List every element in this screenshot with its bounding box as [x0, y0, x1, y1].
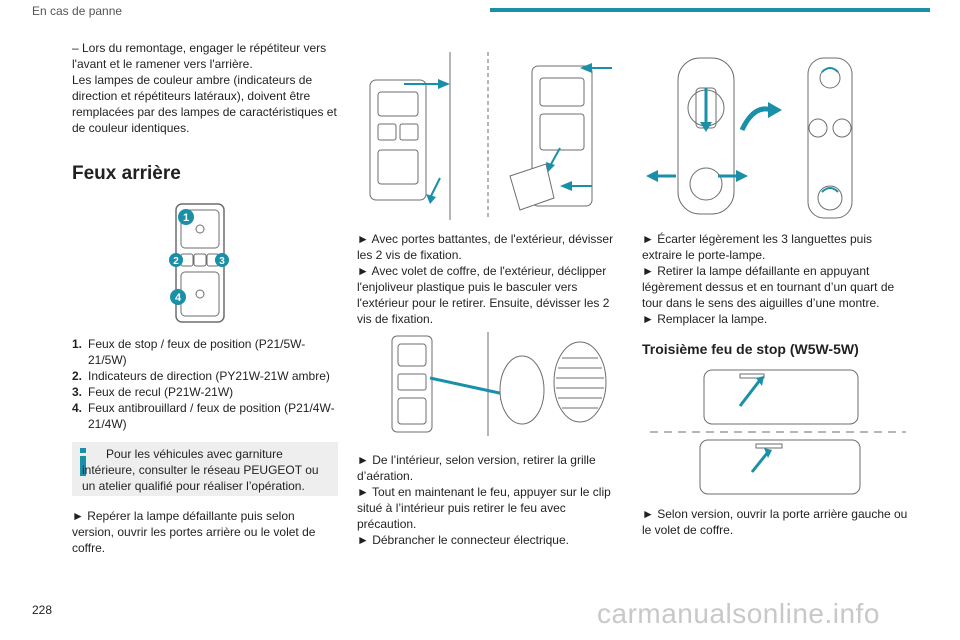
callout-3: 3	[215, 253, 229, 267]
step-grille-paragraph: ► De l’intérieur, selon version, retirer…	[357, 453, 596, 483]
callout-2: 2	[169, 253, 183, 267]
svg-text:1: 1	[183, 212, 189, 224]
callout-4: 4	[170, 289, 186, 305]
svg-text:4: 4	[175, 292, 182, 304]
watermark: carmanualsonline.info	[597, 598, 880, 629]
section-heading-third-brake-light: Troisième feu de stop (W5W-5W)	[642, 341, 859, 357]
step-tailgate-paragraph: ► Avec volet de coffre, de l'extérieur, …	[357, 264, 610, 326]
section-header: En cas de panne	[32, 4, 123, 18]
step-locate: ► Repérer la lampe défaillante puis selo…	[72, 509, 316, 555]
third-brake-light-heading-wrap: Troisième feu de stop (W5W-5W)	[642, 341, 908, 357]
info-box: Pour les véhicules avec garniture intéri…	[72, 442, 338, 496]
svg-text:3: 3	[219, 256, 225, 267]
column-3-text-top: ► Écarter légèrement les 3 languettes pu…	[642, 231, 908, 327]
lamp-holder-diagram	[646, 57, 853, 219]
step-connector-paragraph: ► Débrancher le connecteur électrique.	[357, 533, 569, 547]
vent-grille-diagram	[391, 332, 607, 436]
info-icon	[80, 448, 86, 476]
intro-paragraph: – Lors du remontage, engager le répétite…	[72, 41, 327, 71]
door-screws-diagram	[369, 52, 612, 220]
amber-lamps-paragraph: Les lampes de couleur ambre (indicateurs…	[72, 73, 337, 135]
third-brake-light-diagram	[650, 369, 906, 495]
section-heading-rear-lights: Feux arrière	[72, 163, 181, 184]
list-item: 4.Feux antibrouillard / feux de position…	[72, 401, 335, 431]
step-open-door-paragraph: ► Selon version, ouvrir la porte arrière…	[642, 507, 908, 537]
column-1: – Lors du remontage, engager le répétite…	[72, 40, 338, 136]
list-item: 2.Indicateurs de direction (PY21W-21W am…	[72, 369, 330, 383]
svg-text:2: 2	[173, 256, 179, 267]
column-2-text-bottom: ► De l’intérieur, selon version, retirer…	[357, 452, 623, 548]
bulb-list: 1.Feux de stop / feux de position (P21/5…	[72, 336, 338, 432]
column-3-text-bottom: ► Selon version, ouvrir la porte arrière…	[642, 506, 908, 538]
step-tabs-paragraph: ► Écarter légèrement les 3 languettes pu…	[642, 232, 872, 262]
step-doors-paragraph: ► Avec portes battantes, de l'extérieur,…	[357, 232, 614, 262]
list-item: 1.Feux de stop / feux de position (P21/5…	[72, 337, 306, 367]
step-replace-paragraph: ► Remplacer la lampe.	[642, 312, 768, 326]
step-clip-paragraph: ► Tout en maintenant le feu, appuyer sur…	[357, 485, 611, 531]
info-text: Pour les véhicules avec garniture intéri…	[82, 447, 319, 493]
header-accent-bar	[490, 8, 930, 12]
column-2-text-top: ► Avec portes battantes, de l'extérieur,…	[357, 231, 623, 327]
step-remove-lamp-paragraph: ► Retirer la lampe défaillante en appuya…	[642, 264, 895, 310]
list-item: 3.Feux de recul (P21W-21W)	[72, 385, 234, 399]
page-number: 228	[32, 603, 53, 617]
rear-light-cluster-diagram: 1 2 3 4	[169, 203, 229, 323]
callout-1: 1	[178, 209, 194, 225]
